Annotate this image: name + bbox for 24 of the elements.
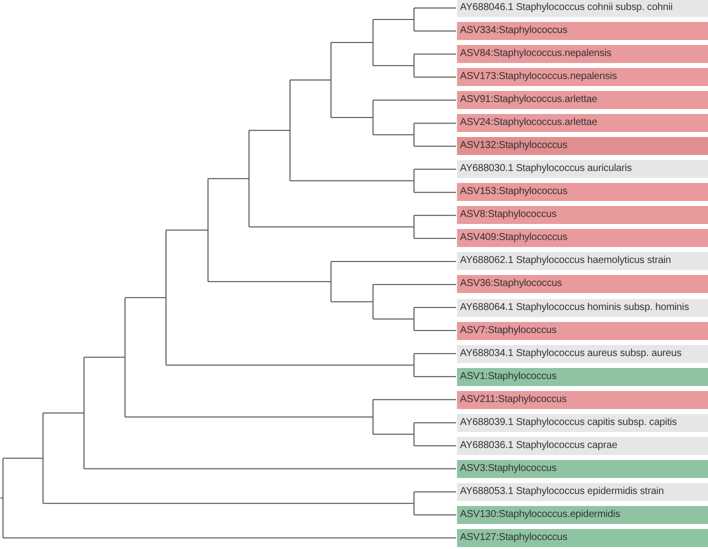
taxon-label: ASV84:Staphylococcus.nepalensis: [457, 45, 708, 64]
taxon-label: AY688062.1 Staphylococcus haemolyticus strain: [457, 252, 708, 270]
taxon-label: ASV409:Staphylococcus: [457, 229, 708, 248]
taxon-label: AY688064.1 Staphylococcus hominis subsp. hominis: [457, 298, 708, 317]
taxon-label: AY688053.1 Staphylococcus epidermidis strain: [457, 482, 708, 501]
taxon-label: ASV1:Staphylococcus: [457, 368, 708, 386]
taxon-label: ASV8:Staphylococcus: [457, 206, 708, 224]
taxon-label: ASV153:Staphylococcus: [457, 183, 708, 202]
taxon-label: ASV130:Staphylococcus.epidermidis: [457, 506, 708, 524]
taxon-label: ASV24:Staphylococcus.arlettae: [457, 114, 708, 132]
taxon-label: ASV173:Staphylococcus.nepalensis: [457, 68, 708, 86]
taxon-label: ASV132:Staphylococcus: [457, 137, 708, 156]
taxon-label: AY688036.1 Staphylococcus caprae: [457, 436, 708, 455]
taxon-label: ASV7:Staphylococcus: [457, 322, 708, 340]
taxon-label: ASV36:Staphylococcus: [457, 275, 708, 294]
taxon-label: AY688034.1 Staphylococcus aureus subsp. aureus: [457, 344, 708, 363]
taxon-label: ASV3:Staphylococcus: [457, 460, 708, 478]
taxon-label: AY688039.1 Staphylococcus capitis subsp. capitis: [457, 414, 708, 432]
taxon-label: ASV211:Staphylococcus: [457, 390, 708, 409]
taxon-label: AY688030.1 Staphylococcus auricularis: [457, 160, 708, 178]
taxon-label: AY688046.1 Staphylococcus cohnii subsp. cohnii: [457, 0, 708, 17]
taxon-label: ASV91:Staphylococcus.arlettae: [457, 91, 708, 110]
taxon-label: ASV334:Staphylococcus: [457, 22, 708, 40]
taxon-label: ASV127:Staphylococcus: [457, 528, 708, 547]
